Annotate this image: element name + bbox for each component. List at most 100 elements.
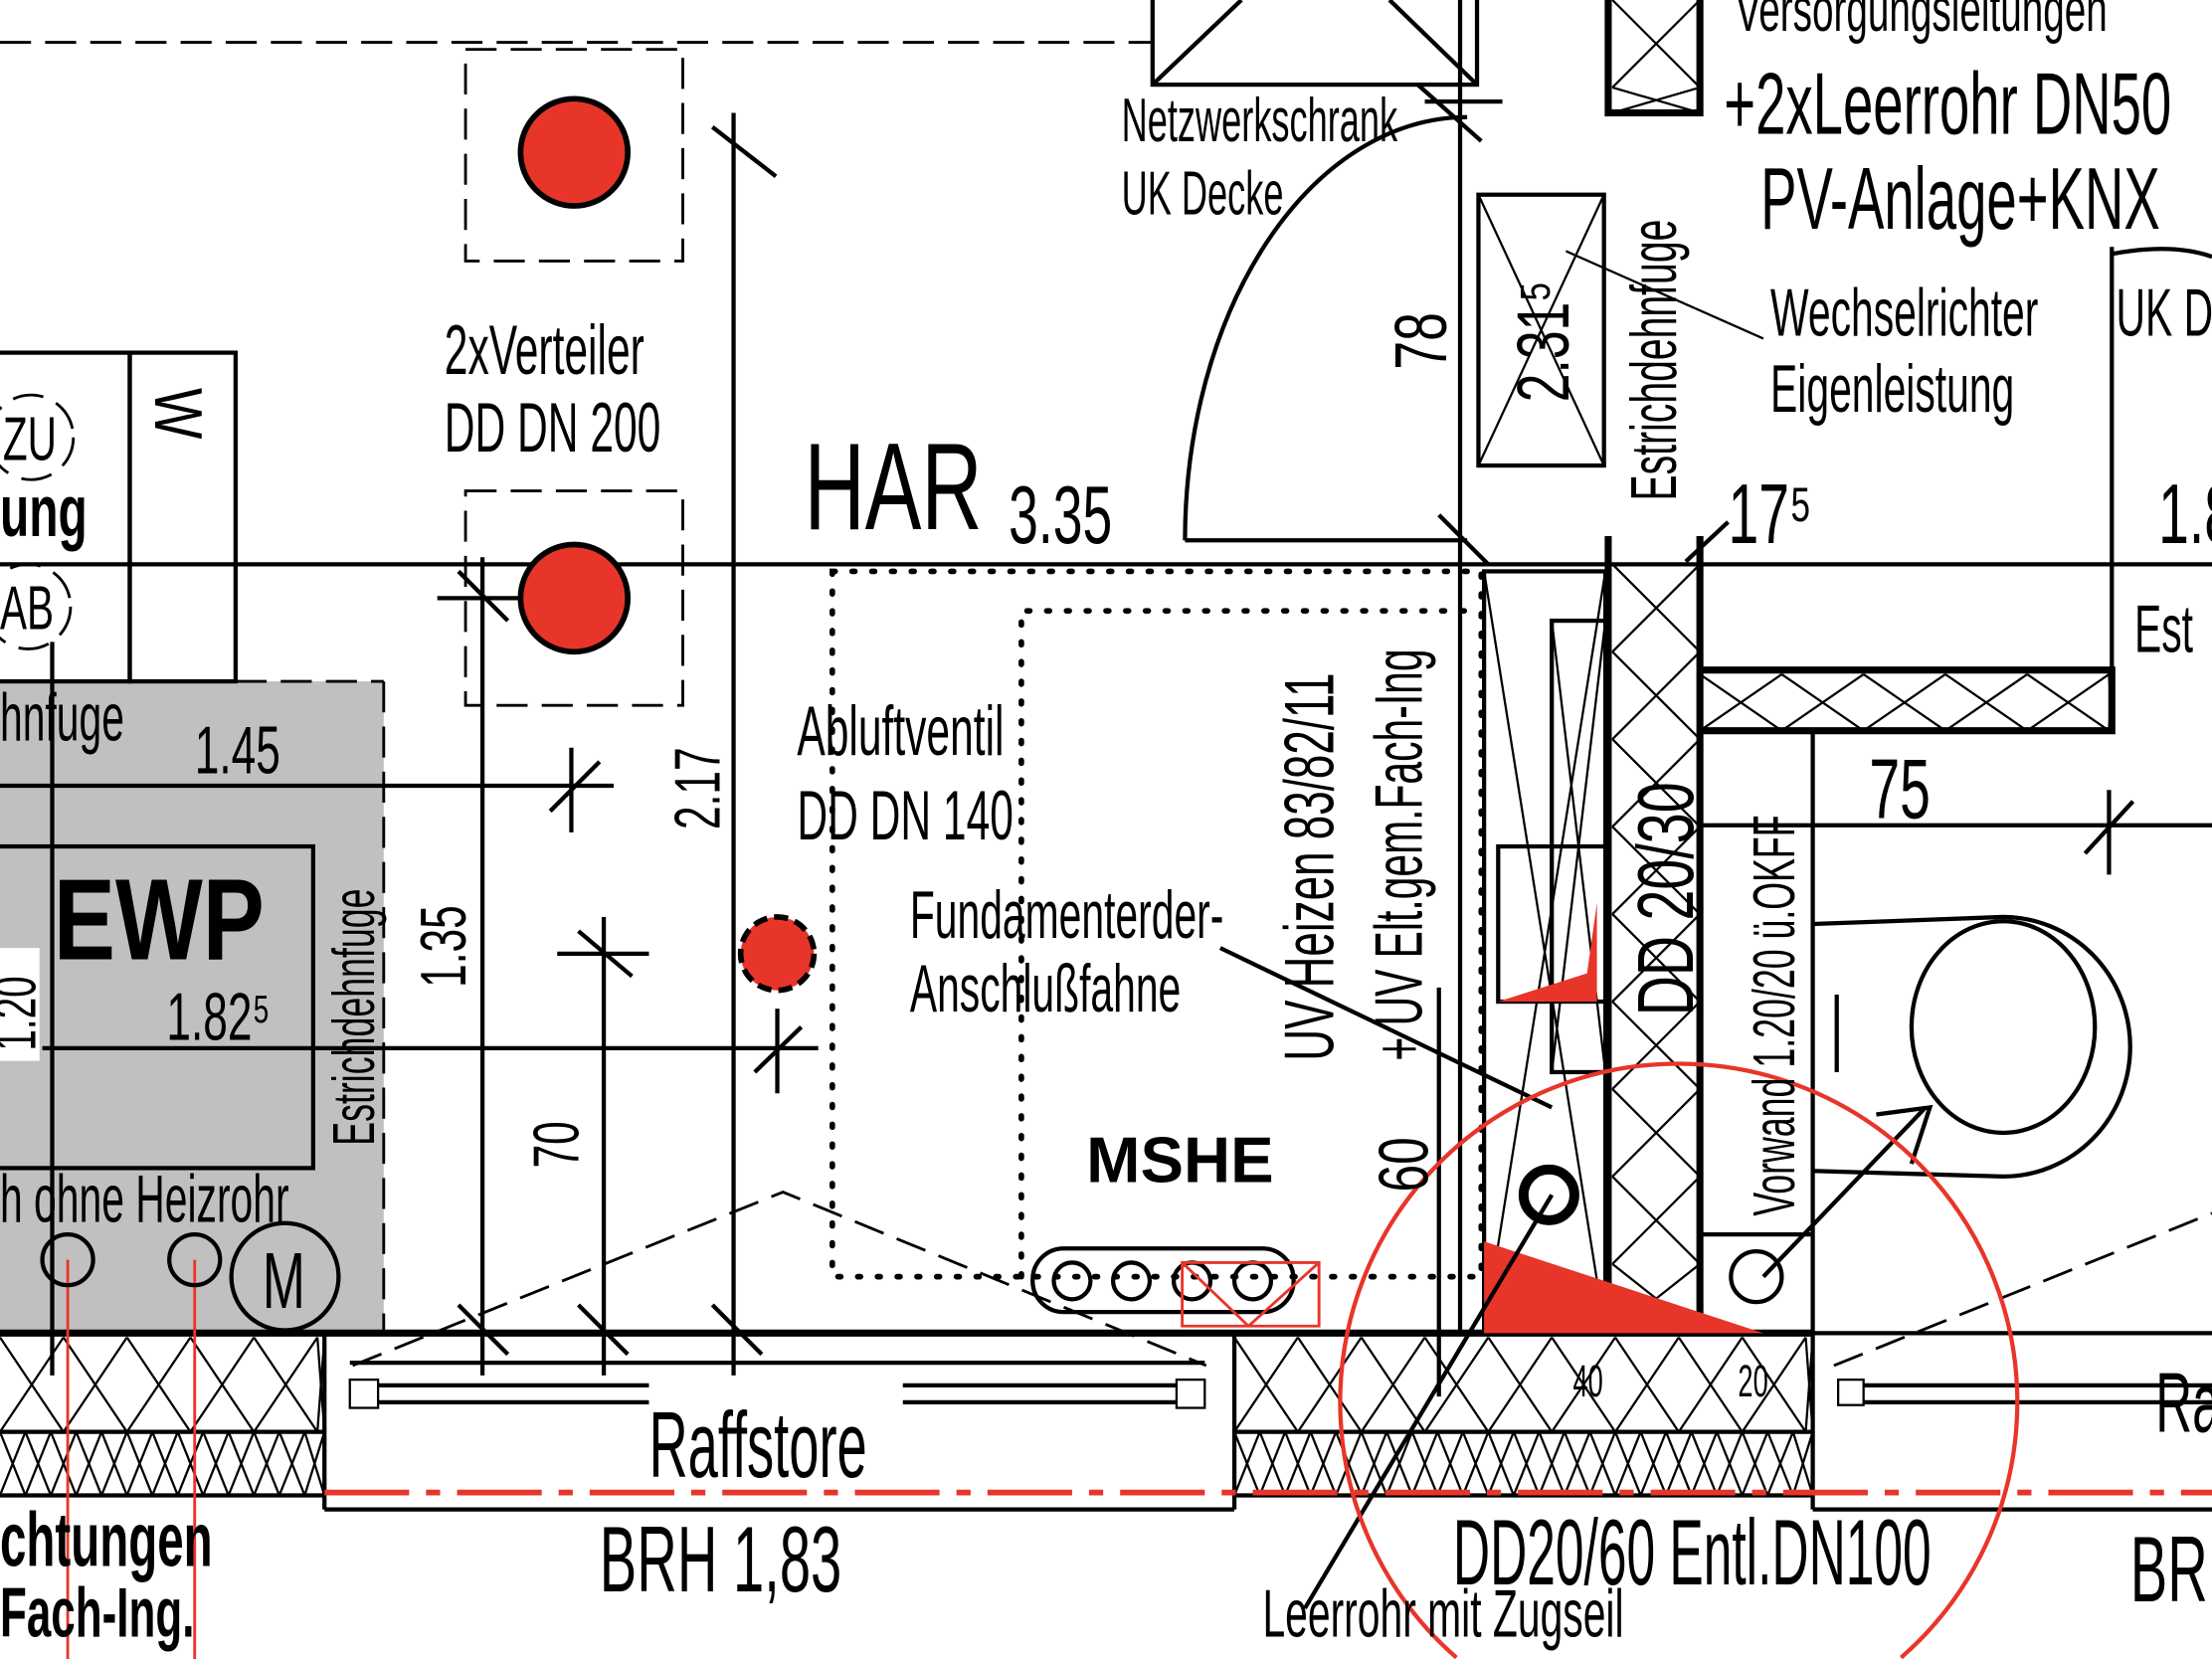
hatch-line (1613, 1431, 1642, 1496)
hatch-line (253, 1336, 319, 1433)
dimension-lines (0, 112, 2212, 1397)
dim-75: 75 (1869, 743, 1931, 837)
dim-70: 70 (519, 1121, 593, 1168)
hatch-line (1551, 1336, 1616, 1433)
hatch-line (1233, 1336, 1299, 1433)
label-vorwand: Vorwand 1.20/20 ü.OKFF (1743, 815, 1807, 1215)
hatch-line (1258, 1431, 1287, 1496)
label-leerrohr: +2xLeerrohr DN50 (1724, 55, 2171, 153)
label-netzwerkschrank: Netzwerkschrank (1122, 86, 1398, 155)
hatch-line (1639, 1431, 1668, 1496)
hatch-line (1284, 1431, 1312, 1496)
hatch-line (1716, 1431, 1744, 1496)
label-dd-2030: DD 20/30 (1621, 782, 1710, 1015)
hatch-line (1944, 673, 2028, 732)
pipe-circle (40, 1231, 95, 1288)
label-raffstore: Raffstore (648, 1394, 866, 1498)
label-ohne-heizrohr: h ohne Heizrohr (0, 1160, 289, 1235)
hatch-line (1461, 1431, 1490, 1496)
zu-circle (0, 393, 76, 481)
label-hnfuge: hnfuge (0, 679, 124, 755)
hatch-line (1611, 1001, 1701, 1090)
hatch-line (1487, 1336, 1554, 1433)
room-area: 3.35 (1009, 468, 1112, 560)
hatch-line (1335, 1431, 1363, 1496)
motor-circle (229, 1220, 341, 1333)
white-label-patch (0, 948, 40, 1061)
hatch-line (1538, 1431, 1567, 1496)
hatch-line (1614, 1336, 1680, 1433)
hatch-line (1512, 1431, 1541, 1496)
network-cabinet-symbol (0, 0, 1503, 1334)
grey-floor-area (0, 681, 384, 1334)
label-uv-heizen: UV Heizen 83/82/11 (1270, 672, 1349, 1060)
shaft-box (1476, 192, 1764, 468)
hatch-line (227, 1431, 256, 1496)
hatch-line (1385, 1431, 1413, 1496)
distributor-outline (463, 489, 684, 707)
label-chtungen: chtungen (0, 1497, 213, 1583)
hatch-line (50, 1431, 78, 1496)
label-fundamenterder: Fundamenterder- (910, 876, 1224, 952)
label-dd2060-entl: DD20/60 Entl.DN100 (1453, 1502, 1932, 1605)
hatch-line (1360, 1336, 1426, 1433)
label-abluftventil-dn: DD DN 140 (797, 777, 1014, 855)
dim-135: 1.35 (407, 905, 480, 988)
label-ung: ung (0, 471, 88, 553)
label-verteiler-dn: DD DN 200 (445, 389, 661, 467)
hatch-line (1611, 86, 1701, 114)
hatch-line (24, 1431, 53, 1496)
label-ewp: EWP (54, 856, 265, 985)
label-anschlussfahne: Anschlußfahne (910, 950, 1181, 1025)
hatch-line (151, 1431, 179, 1496)
pipe-circle (167, 1231, 223, 1288)
column-top (1604, 0, 1704, 117)
hatch-line (1588, 1431, 1617, 1496)
label-estrichdehnfuge-right: Estrichdehnfuge (1618, 220, 1691, 501)
hatch-line (1665, 1431, 1693, 1496)
label-ab: AB (0, 574, 54, 644)
hatch-line (1309, 1431, 1338, 1496)
label-leerrohr-zugseil: Leerrohr mit Zugseil (1262, 1574, 1623, 1650)
label-abluftventil: Abluftventil (797, 692, 1004, 771)
hatch-line (1611, 913, 1701, 1003)
wall-hatching (0, 0, 2114, 1496)
hatch-line (1863, 673, 1946, 732)
hatch-line (1780, 673, 1865, 732)
hatch-line (125, 1336, 192, 1433)
hatch-line (1296, 1336, 1363, 1433)
window-right (1833, 1211, 2212, 1406)
red-marked-circle (1338, 1061, 2020, 1659)
toilet-symbol (1761, 914, 2132, 1279)
hatch-line (1360, 1431, 1388, 1496)
door-arc-right (2111, 247, 2212, 260)
hatch-line (125, 1431, 154, 1496)
hatch-line (1611, 563, 1701, 653)
dim-1825: 1.82⁵ (166, 980, 270, 1055)
drain-circle (1729, 1248, 1784, 1305)
exhaust-valve-marker (737, 914, 818, 994)
window-raffstore (348, 1190, 1207, 1409)
hatch-line (1741, 1336, 1807, 1433)
hatch-line (202, 1431, 230, 1496)
box-w (127, 350, 238, 684)
wall-stub (1700, 666, 2116, 735)
dim-120: 1.20 (0, 976, 49, 1050)
distributor-outline (463, 48, 684, 263)
hatch-line (176, 1431, 205, 1496)
hatch-line (1791, 1431, 1814, 1496)
label-uk-d: UK D (2117, 275, 2212, 350)
label-uv-elt: + UV Elt.gem.Fach-Ing (1361, 648, 1436, 1060)
hatch-line (1690, 1431, 1719, 1496)
label-brh: BRH 1,83 (600, 1508, 841, 1611)
distributor-marker (517, 95, 632, 209)
dim-78: 78 (1381, 312, 1462, 369)
dim-2315: 2.31⁵ (1503, 280, 1584, 402)
hatch-line (1410, 1431, 1439, 1496)
label-m: M (263, 1237, 305, 1326)
label-pv-anlage: PV-Anlage+KNX (1760, 149, 2160, 248)
dim-18: 1.8 (2158, 467, 2212, 562)
hatch-line (1611, 826, 1701, 915)
label-versorgungsleitungen: Versorgungsleitungen (1736, 0, 2108, 46)
